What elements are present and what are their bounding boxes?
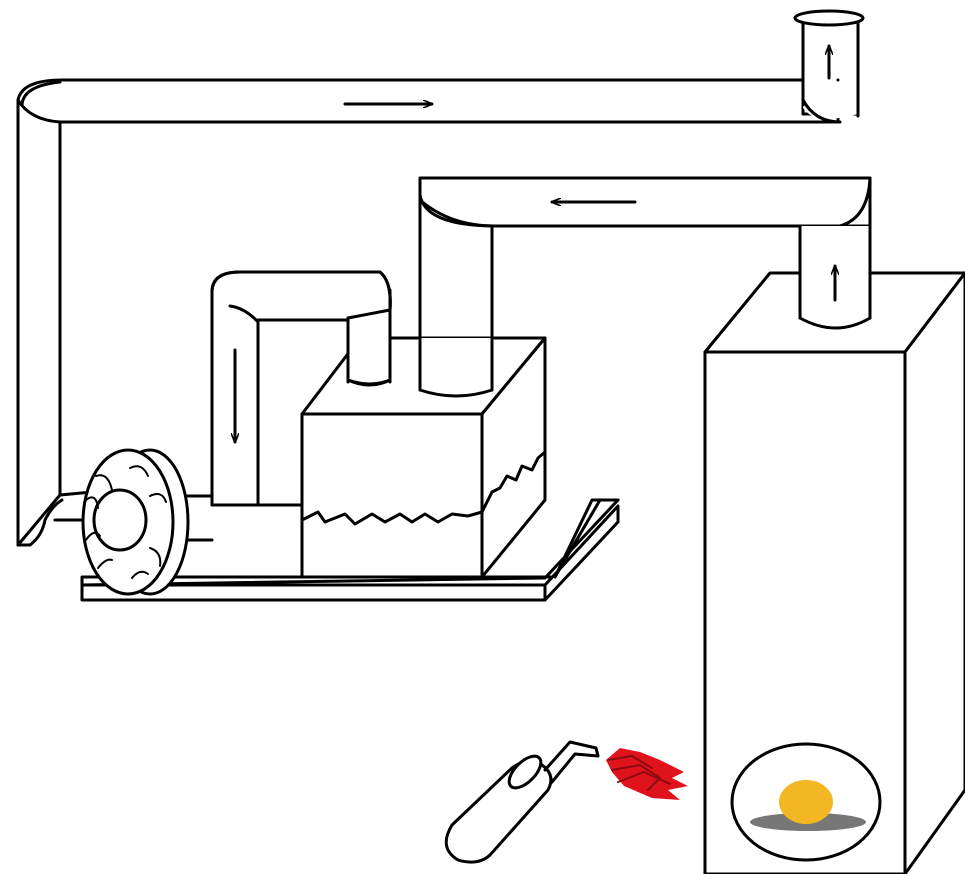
middle-duct [420,178,870,226]
heat-chamber [732,744,880,860]
centrifugal-fan [83,450,188,594]
left-return-duct [18,100,92,545]
torch-nozzle [545,742,598,782]
gas-torch [446,742,688,862]
glowing-fuel [779,780,833,824]
top-exhaust-duct [18,80,838,122]
